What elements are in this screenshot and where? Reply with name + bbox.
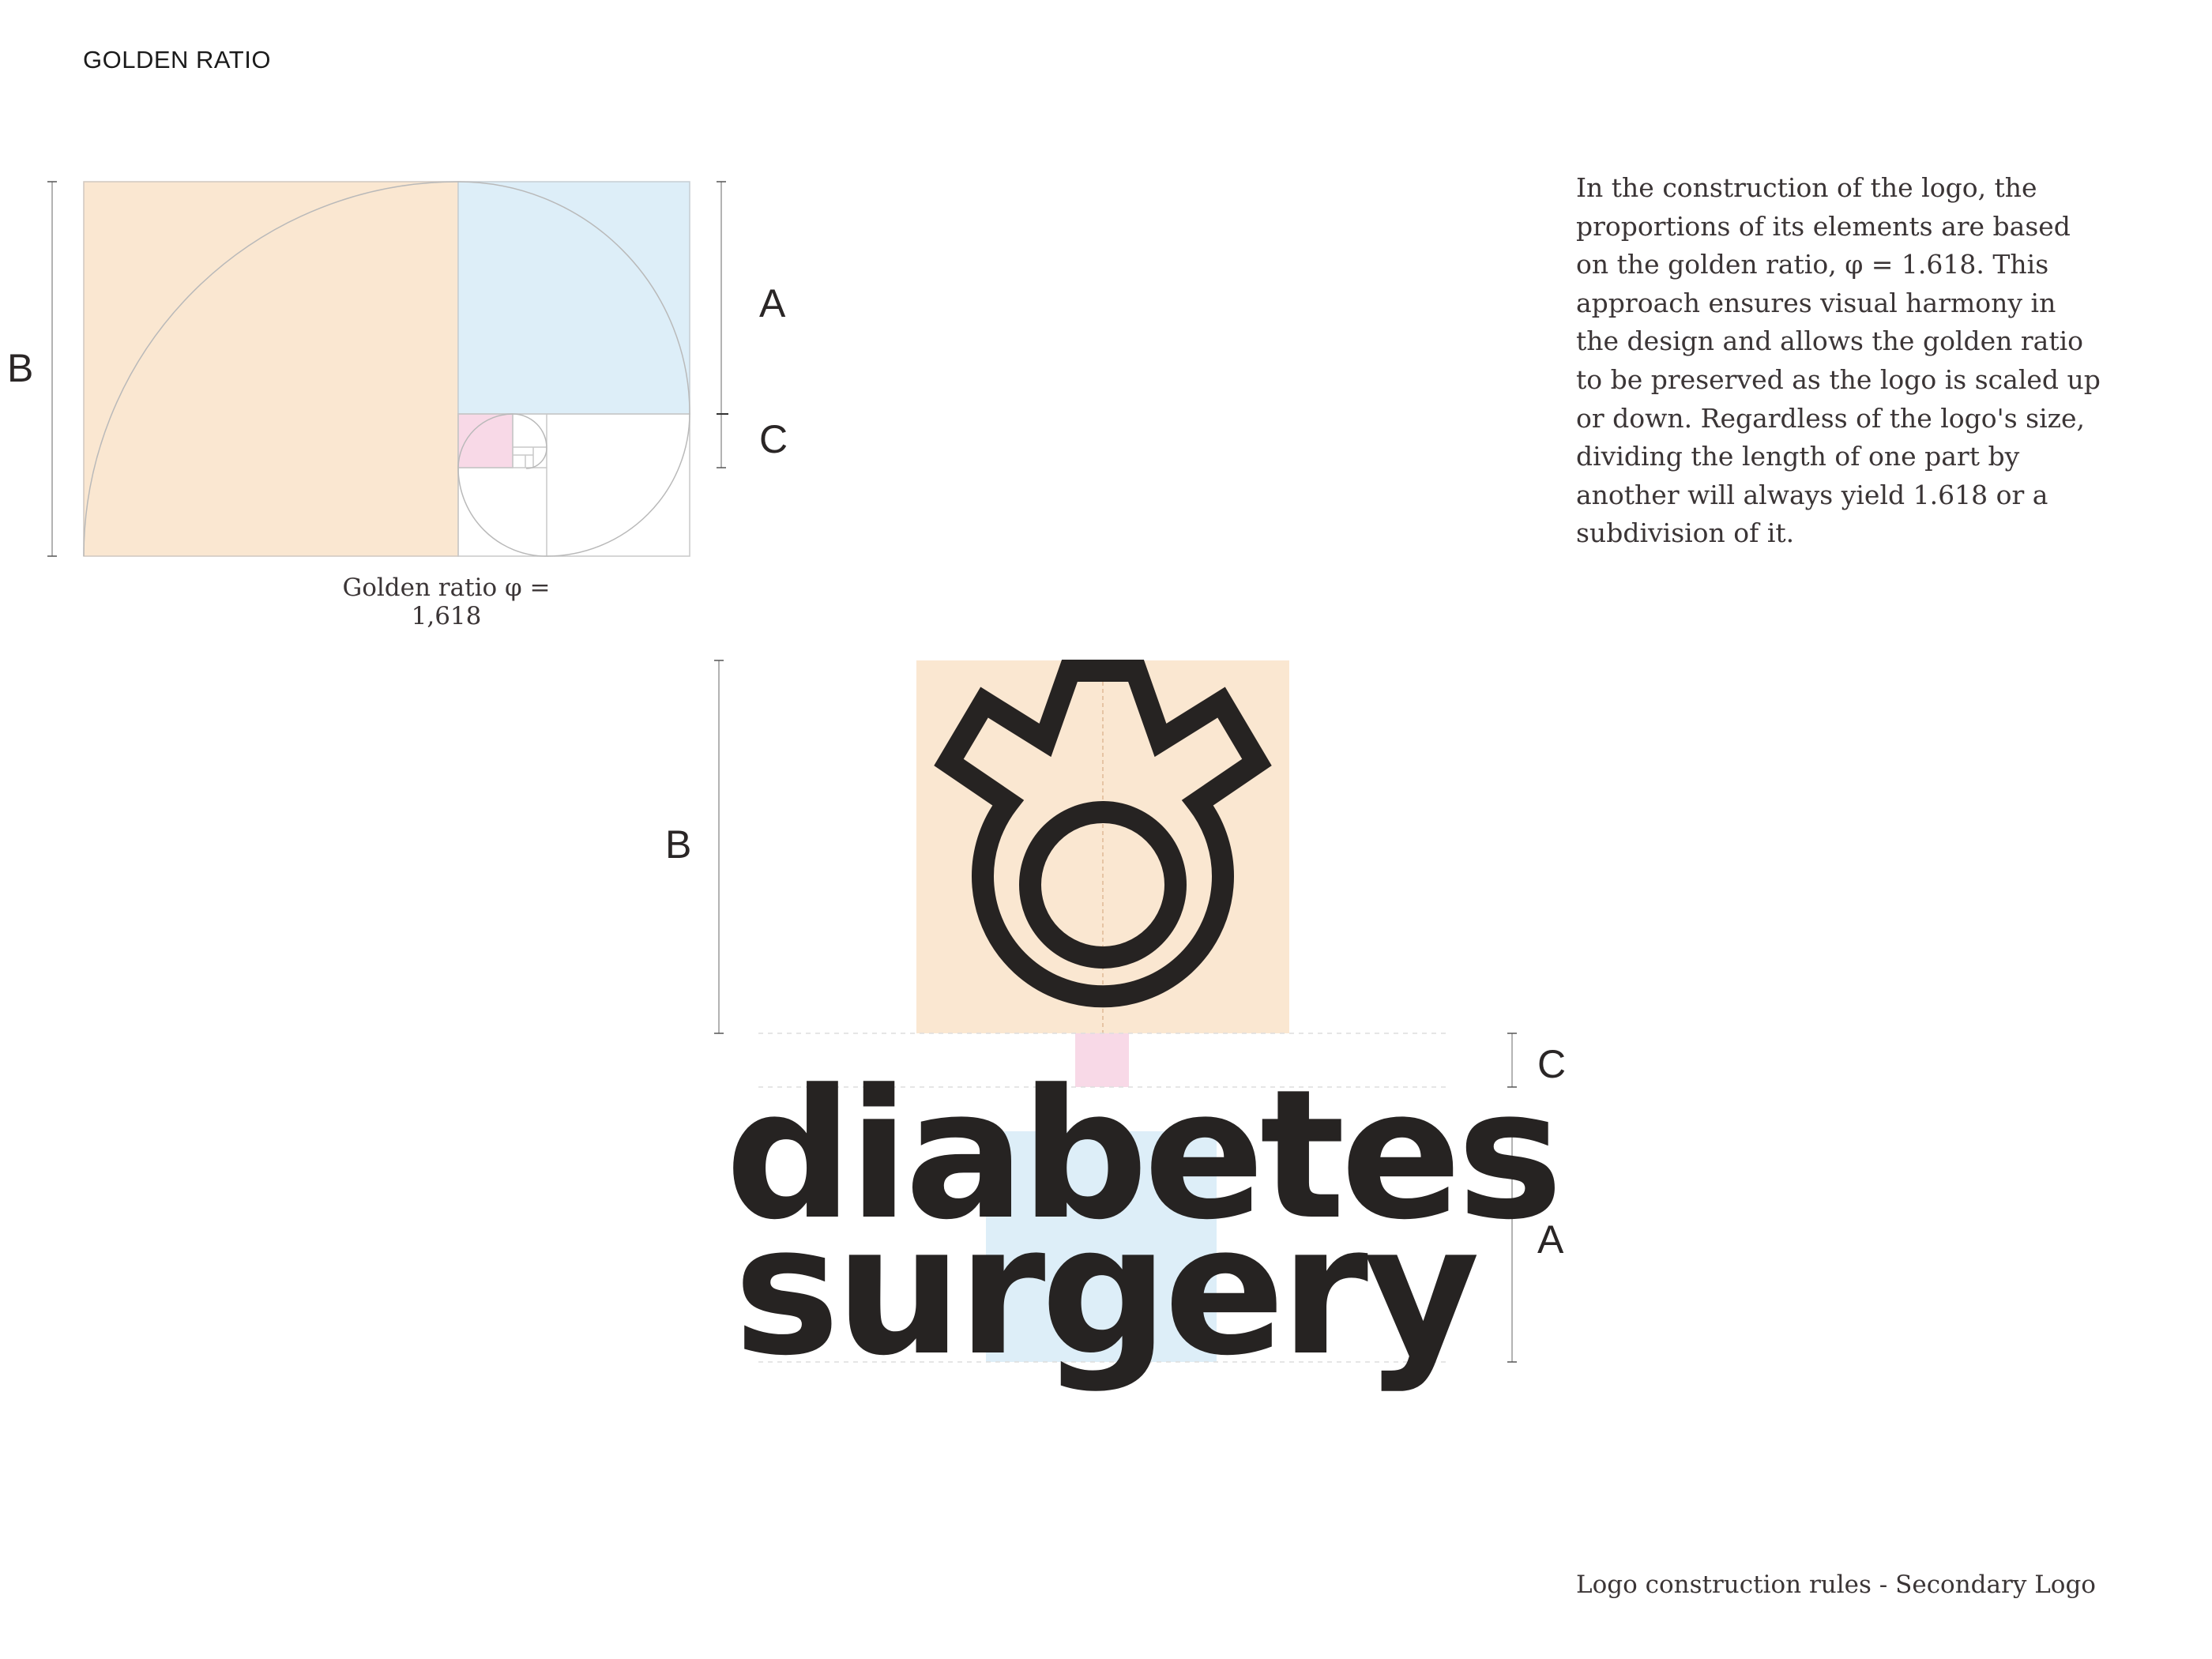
wordmark-line-1: diabetes bbox=[725, 1051, 1563, 1259]
logo-symbol bbox=[934, 660, 1272, 1008]
diagram-label-c: C bbox=[759, 417, 788, 461]
page-title: GOLDEN RATIO bbox=[83, 46, 271, 73]
wordmark-line-2: surgery bbox=[733, 1187, 1480, 1395]
logo-label-a: A bbox=[1537, 1217, 1564, 1262]
footer-caption: Logo construction rules - Secondary Logo bbox=[1576, 1571, 2096, 1599]
logo-label-c: C bbox=[1537, 1042, 1567, 1086]
logo-label-b: B bbox=[665, 822, 692, 867]
square-a bbox=[457, 181, 690, 415]
logo-box-a bbox=[986, 1131, 1217, 1362]
golden-spiral bbox=[83, 181, 690, 557]
diagram-caption: Golden ratio φ = 1,618 bbox=[342, 574, 551, 630]
description-text: In the construction of the logo, the pro… bbox=[1576, 172, 2101, 549]
logo-box-c bbox=[1075, 1033, 1129, 1087]
diagram-label-b: B bbox=[7, 346, 34, 390]
diagram-label-a: A bbox=[759, 281, 786, 325]
square-b bbox=[83, 181, 459, 557]
